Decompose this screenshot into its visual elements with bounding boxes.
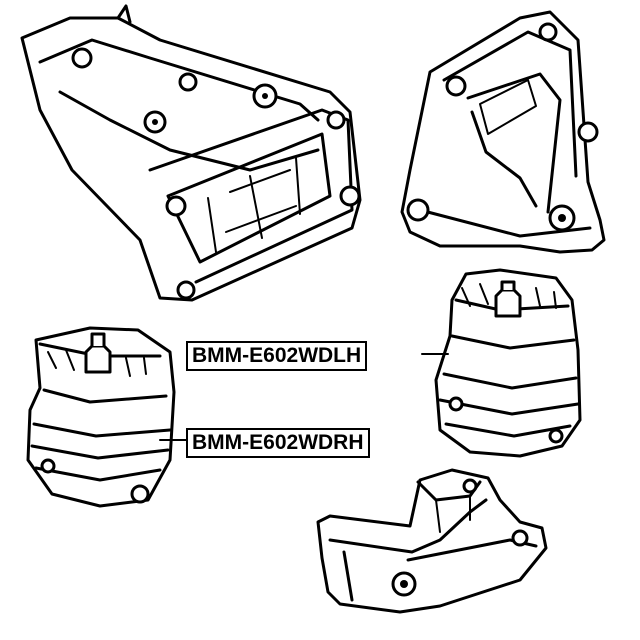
bracket-top-right <box>400 10 606 254</box>
bracket-top-left <box>20 4 362 302</box>
bracket-bottom <box>316 468 548 614</box>
engine-mount-right <box>434 268 582 458</box>
engine-mount-left <box>26 326 176 508</box>
part-label-rh: BMM-E602WDRH <box>186 428 370 458</box>
leader-lines <box>159 353 449 441</box>
part-label-lh: BMM-E602WDLH <box>186 341 368 371</box>
